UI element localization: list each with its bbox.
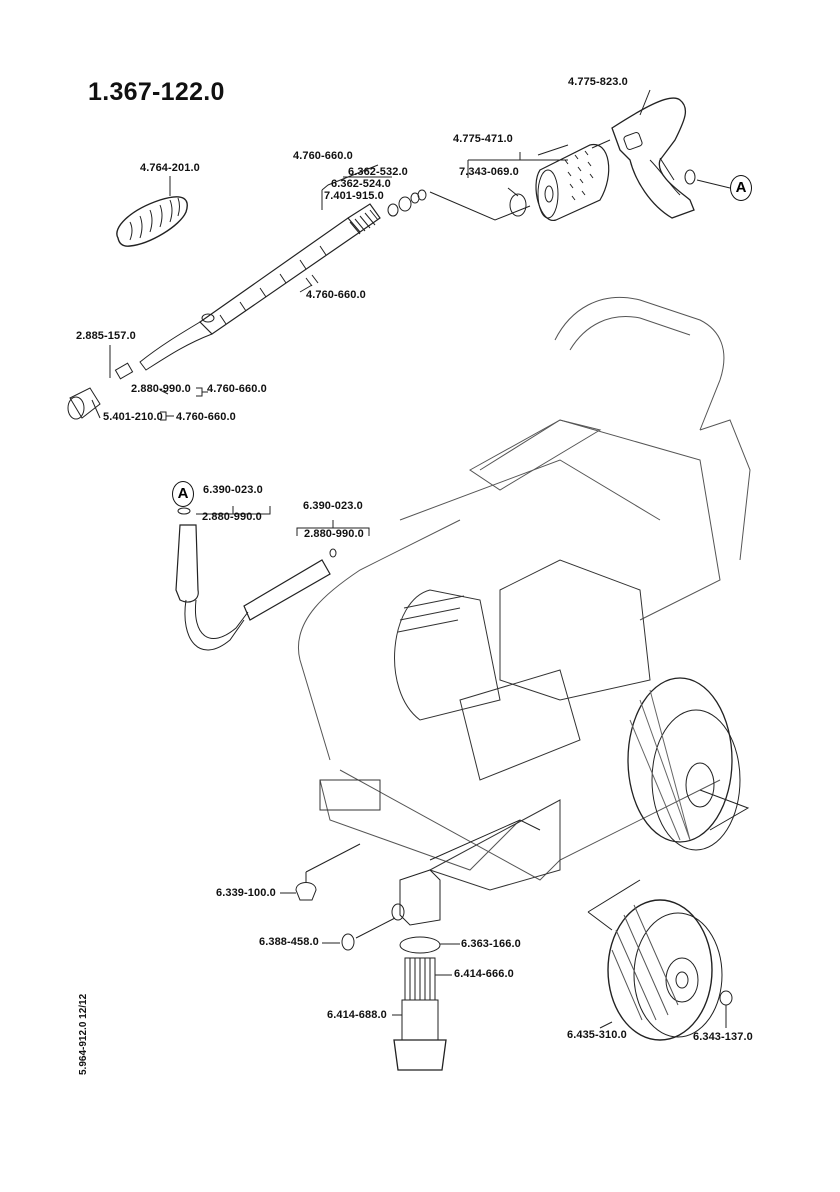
part-label-filter-seal: 6.363-166.0 — [461, 938, 521, 950]
model-number-title: 1.367-122.0 — [88, 78, 225, 106]
part-label-trigger-gun: 4.775-823.0 — [568, 76, 628, 88]
nozzle-cap-illustration — [67, 345, 111, 420]
part-label-hose-o-ring-right: 2.880-990.0 — [304, 528, 364, 540]
part-label-hose-kit-right: 6.390-023.0 — [303, 500, 363, 512]
part-label-lance-seal-2: 6.362-524.0 — [331, 178, 391, 190]
spray-lance-illustration — [114, 203, 381, 380]
part-label-lance-o-ring-ref: 4.760-660.0 — [207, 383, 267, 395]
part-label-wheel: 6.435-310.0 — [567, 1029, 627, 1041]
nozzle-cover-illustration — [116, 176, 188, 247]
part-label-lance-kit: 4.760-660.0 — [293, 150, 353, 162]
connection-marker-a-hose: A — [172, 481, 194, 507]
rubber-foot-illustration — [280, 843, 361, 901]
part-label-nozzle-cap-ref: 4.760-660.0 — [176, 411, 236, 423]
mounted-wheel-illustration — [627, 677, 741, 851]
part-label-grip-ring: 7.343-069.0 — [459, 166, 519, 178]
part-label-filter-connector: 6.388-458.0 — [259, 936, 319, 948]
part-label-hose-o-ring-left: 2.880-990.0 — [202, 511, 262, 523]
part-label-lance: 4.760-660.0 — [306, 289, 366, 301]
lance-bracket-lines — [159, 387, 208, 421]
part-label-grip-cover: 4.775-471.0 — [453, 133, 513, 145]
part-label-rubber-foot: 6.339-100.0 — [216, 887, 276, 899]
part-label-lance-seal-3: 7.401-915.0 — [324, 190, 384, 202]
trigger-gun-illustration — [591, 89, 731, 219]
part-label-lance-o-ring: 2.880-990.0 — [131, 383, 191, 395]
document-reference: 5.964-912.0 12/12 — [78, 993, 89, 1075]
part-label-hub-cap: 6.343-137.0 — [693, 1031, 753, 1043]
part-label-lance-seal-1: 6.362-532.0 — [348, 166, 408, 178]
water-filter-illustration — [322, 819, 541, 1071]
part-label-hose-kit-left: 6.390-023.0 — [203, 484, 263, 496]
grip-cover-illustration — [467, 144, 610, 221]
lance-seals-illustration — [321, 164, 531, 221]
loose-wheel-illustration — [587, 789, 750, 1041]
part-label-filter-housing: 6.414-688.0 — [327, 1009, 387, 1021]
part-label-nozzle-insert: 2.885-157.0 — [76, 330, 136, 342]
part-label-nozzle-cap: 5.401-210.0 — [103, 411, 163, 423]
connection-marker-a-gun: A — [730, 175, 752, 201]
machine-frame-illustration — [298, 296, 751, 891]
hose-illustration — [175, 506, 370, 651]
part-label-filter-insert: 6.414-666.0 — [454, 968, 514, 980]
part-label-nozzle-cover: 4.764-201.0 — [140, 162, 200, 174]
